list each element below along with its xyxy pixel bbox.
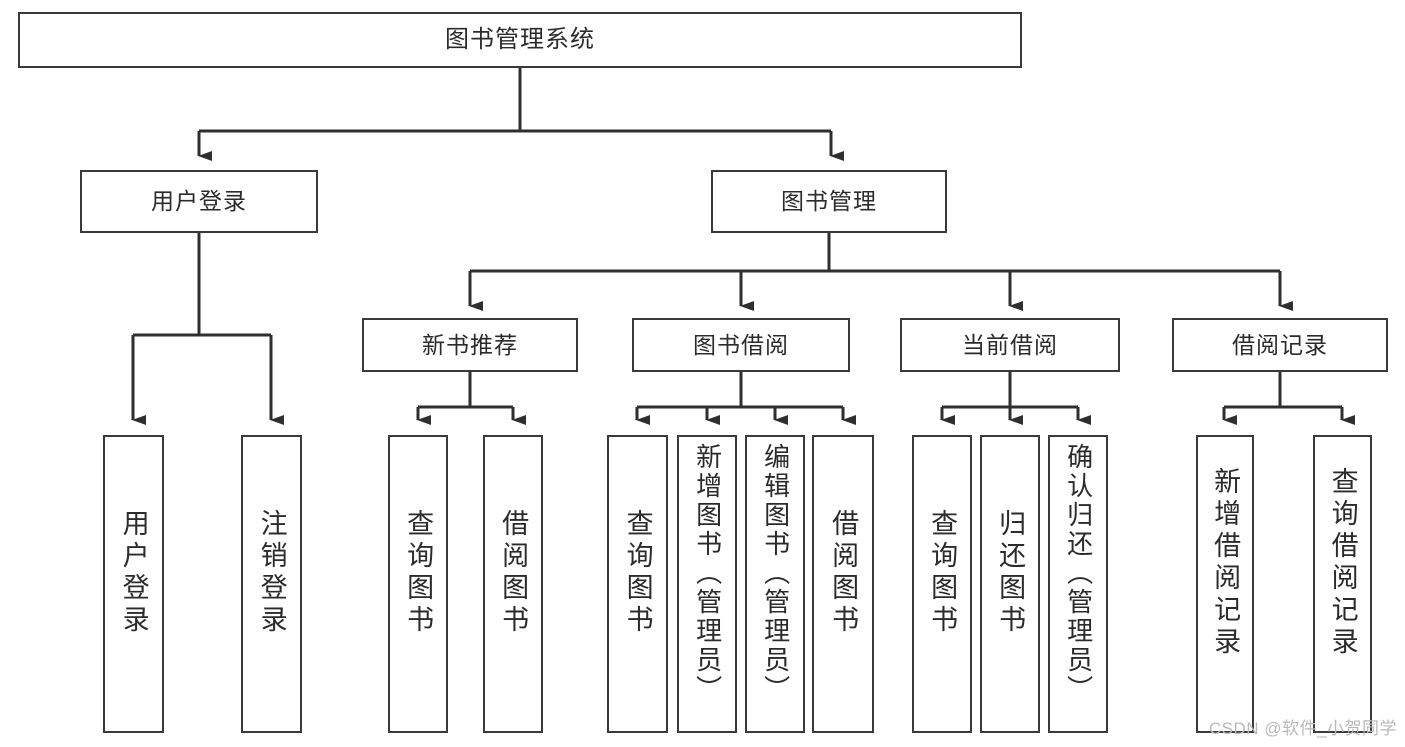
leaf-label: 编辑图书（管理员） (760, 443, 791, 704)
leaf-edit-book-admin[interactable]: 编辑图书（管理员） (745, 435, 805, 733)
leaf-query-book-borrow[interactable]: 查询图书 (607, 435, 668, 733)
leaf-label: 查询借阅记录 (1327, 467, 1358, 659)
leaf-label: 确认归还（管理员） (1063, 443, 1094, 704)
leaf-label: 注销登录 (256, 509, 287, 637)
leaf-add-borrow-record[interactable]: 新增借阅记录 (1196, 435, 1254, 733)
node-label: 图书管理系统 (445, 26, 595, 54)
leaf-query-book-recommend[interactable]: 查询图书 (388, 435, 448, 733)
node-label: 图书借阅 (693, 331, 789, 358)
watermark-text: CSDN @软件_小贺同学 (1208, 719, 1397, 738)
node-label: 当前借阅 (962, 331, 1058, 358)
node-label: 借阅记录 (1232, 331, 1328, 358)
node-label: 新书推荐 (422, 331, 518, 358)
node-book-management[interactable]: 图书管理 (711, 170, 947, 233)
node-label: 用户登录 (151, 188, 247, 215)
node-borrow-record[interactable]: 借阅记录 (1172, 318, 1388, 372)
leaf-label: 查询图书 (403, 509, 434, 637)
leaf-borrow-book[interactable]: 借阅图书 (812, 435, 874, 733)
leaf-label: 查询图书 (927, 509, 958, 637)
leaf-confirm-return-admin[interactable]: 确认归还（管理员） (1048, 435, 1108, 733)
leaf-borrow-book-recommend[interactable]: 借阅图书 (483, 435, 543, 733)
leaf-label: 归还图书 (995, 509, 1026, 637)
leaf-label: 新增借阅记录 (1210, 467, 1241, 659)
node-book-borrow[interactable]: 图书借阅 (632, 318, 850, 372)
node-label: 图书管理 (781, 188, 877, 215)
leaf-query-borrow-record[interactable]: 查询借阅记录 (1313, 435, 1372, 733)
leaf-label: 用户登录 (118, 509, 149, 637)
node-book-management-system[interactable]: 图书管理系统 (18, 12, 1022, 68)
node-user-login[interactable]: 用户登录 (80, 170, 318, 233)
leaf-add-book-admin[interactable]: 新增图书（管理员） (677, 435, 737, 733)
node-new-book-recommend[interactable]: 新书推荐 (362, 318, 578, 372)
leaf-label: 查询图书 (622, 509, 653, 637)
leaf-label: 借阅图书 (498, 509, 529, 637)
leaf-label: 借阅图书 (828, 509, 859, 637)
leaf-return-book[interactable]: 归还图书 (980, 435, 1040, 733)
leaf-logout[interactable]: 注销登录 (241, 435, 302, 733)
node-current-borrow[interactable]: 当前借阅 (900, 318, 1120, 372)
leaf-label: 新增图书（管理员） (692, 443, 723, 704)
leaf-user-login[interactable]: 用户登录 (103, 435, 164, 733)
leaf-query-book-current[interactable]: 查询图书 (912, 435, 972, 733)
